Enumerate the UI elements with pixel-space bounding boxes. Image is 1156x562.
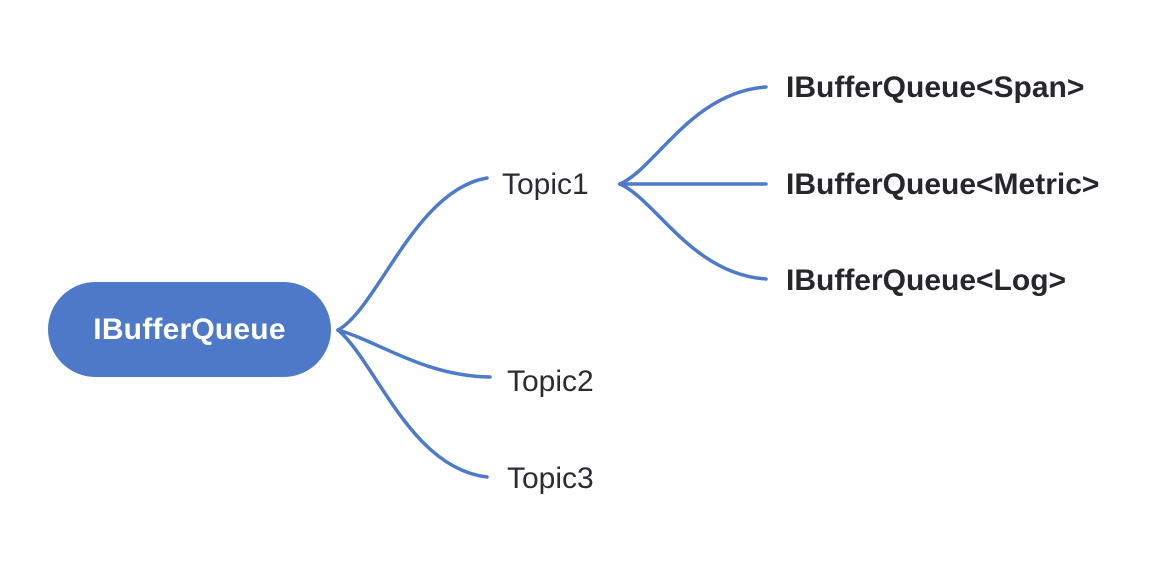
connector-topic1-to-log (618, 182, 768, 281)
root-node-label: IBufferQueue (93, 312, 286, 346)
node-ibufferqueue-span[interactable]: IBufferQueue<Span> (786, 71, 1085, 104)
node-topic1[interactable]: Topic1 (502, 168, 589, 201)
connector-root-to-topic2 (336, 328, 492, 379)
connector-topic1-to-span (618, 85, 768, 186)
root-node-ibufferqueue[interactable]: IBufferQueue (48, 282, 331, 377)
node-topic2[interactable]: Topic2 (507, 365, 594, 398)
node-topic3[interactable]: Topic3 (507, 462, 594, 495)
node-ibufferqueue-metric[interactable]: IBufferQueue<Metric> (786, 168, 1100, 201)
connector-root-to-topic1 (336, 176, 489, 332)
node-ibufferqueue-log[interactable]: IBufferQueue<Log> (786, 264, 1067, 297)
connector-root-to-topic3 (336, 328, 489, 479)
